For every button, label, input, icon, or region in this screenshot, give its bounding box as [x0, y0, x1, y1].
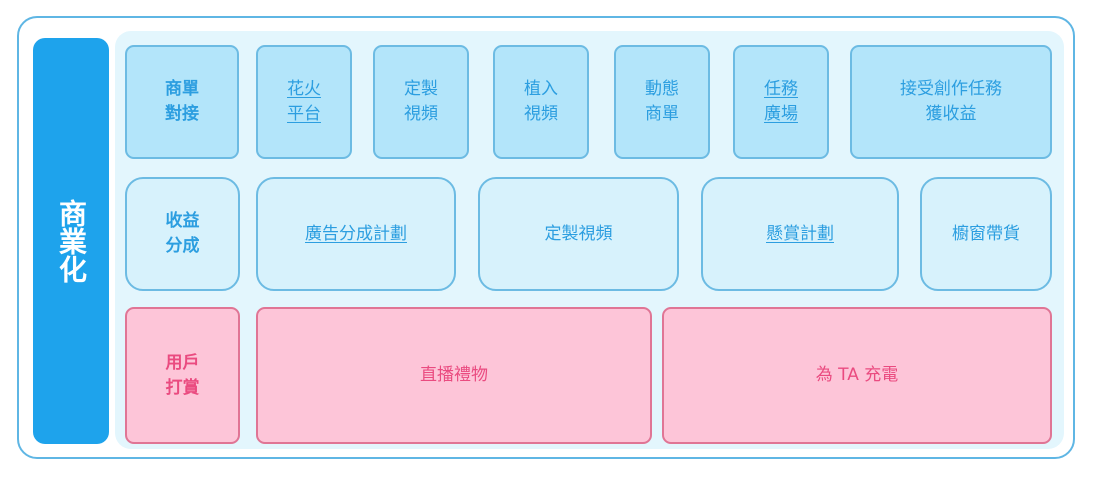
item-bounty-plan[interactable]: 懸賞計劃	[701, 177, 899, 291]
item-label: 定製 視頻	[404, 79, 438, 124]
row-header-user-tipping: 用戶 打賞	[125, 307, 240, 444]
row-header-revenue-share: 收益 分成	[125, 177, 240, 291]
item-label: 定製視頻	[544, 223, 613, 244]
row-header-label: 用戶 打賞	[165, 352, 200, 398]
row-header-label: 收益 分成	[165, 211, 200, 256]
item-product-placement-video: 植入 視頻	[493, 45, 589, 159]
category-label-monetization: 商業化	[33, 38, 109, 444]
category-title: 商業化	[55, 199, 88, 283]
item-charge-for-ta: 為 TA 充電	[662, 307, 1052, 444]
link-task-square[interactable]: 任務 廣場	[764, 79, 798, 124]
row-header-label: 商單 對接	[165, 79, 199, 124]
item-label: 接受創作任務 獲收益	[900, 79, 1002, 124]
item-label: 為 TA 充電	[815, 365, 899, 385]
item-showcase-sales: 櫥窗帶貨	[920, 177, 1052, 291]
item-label: 櫥窗帶貨	[952, 223, 1020, 244]
link-huahuo-platform[interactable]: 花火 平台	[287, 79, 321, 124]
item-huahuo-platform[interactable]: 花火 平台	[256, 45, 352, 159]
row-header-commercial-orders: 商單 對接	[125, 45, 239, 159]
item-custom-video: 定製 視頻	[373, 45, 469, 159]
item-live-gifts: 直播禮物	[256, 307, 652, 444]
item-label: 直播禮物	[420, 365, 488, 385]
link-ad-revenue-plan[interactable]: 廣告分成計劃	[305, 223, 407, 244]
item-ad-revenue-plan[interactable]: 廣告分成計劃	[256, 177, 456, 291]
item-label: 動態 商單	[645, 79, 679, 124]
item-custom-video-share: 定製視頻	[478, 177, 679, 291]
item-label: 植入 視頻	[524, 79, 558, 124]
item-dynamic-orders: 動態 商單	[614, 45, 710, 159]
link-bounty-plan[interactable]: 懸賞計劃	[766, 223, 834, 244]
item-task-square[interactable]: 任務 廣場	[733, 45, 829, 159]
item-accept-tasks-earn: 接受創作任務 獲收益	[850, 45, 1052, 159]
